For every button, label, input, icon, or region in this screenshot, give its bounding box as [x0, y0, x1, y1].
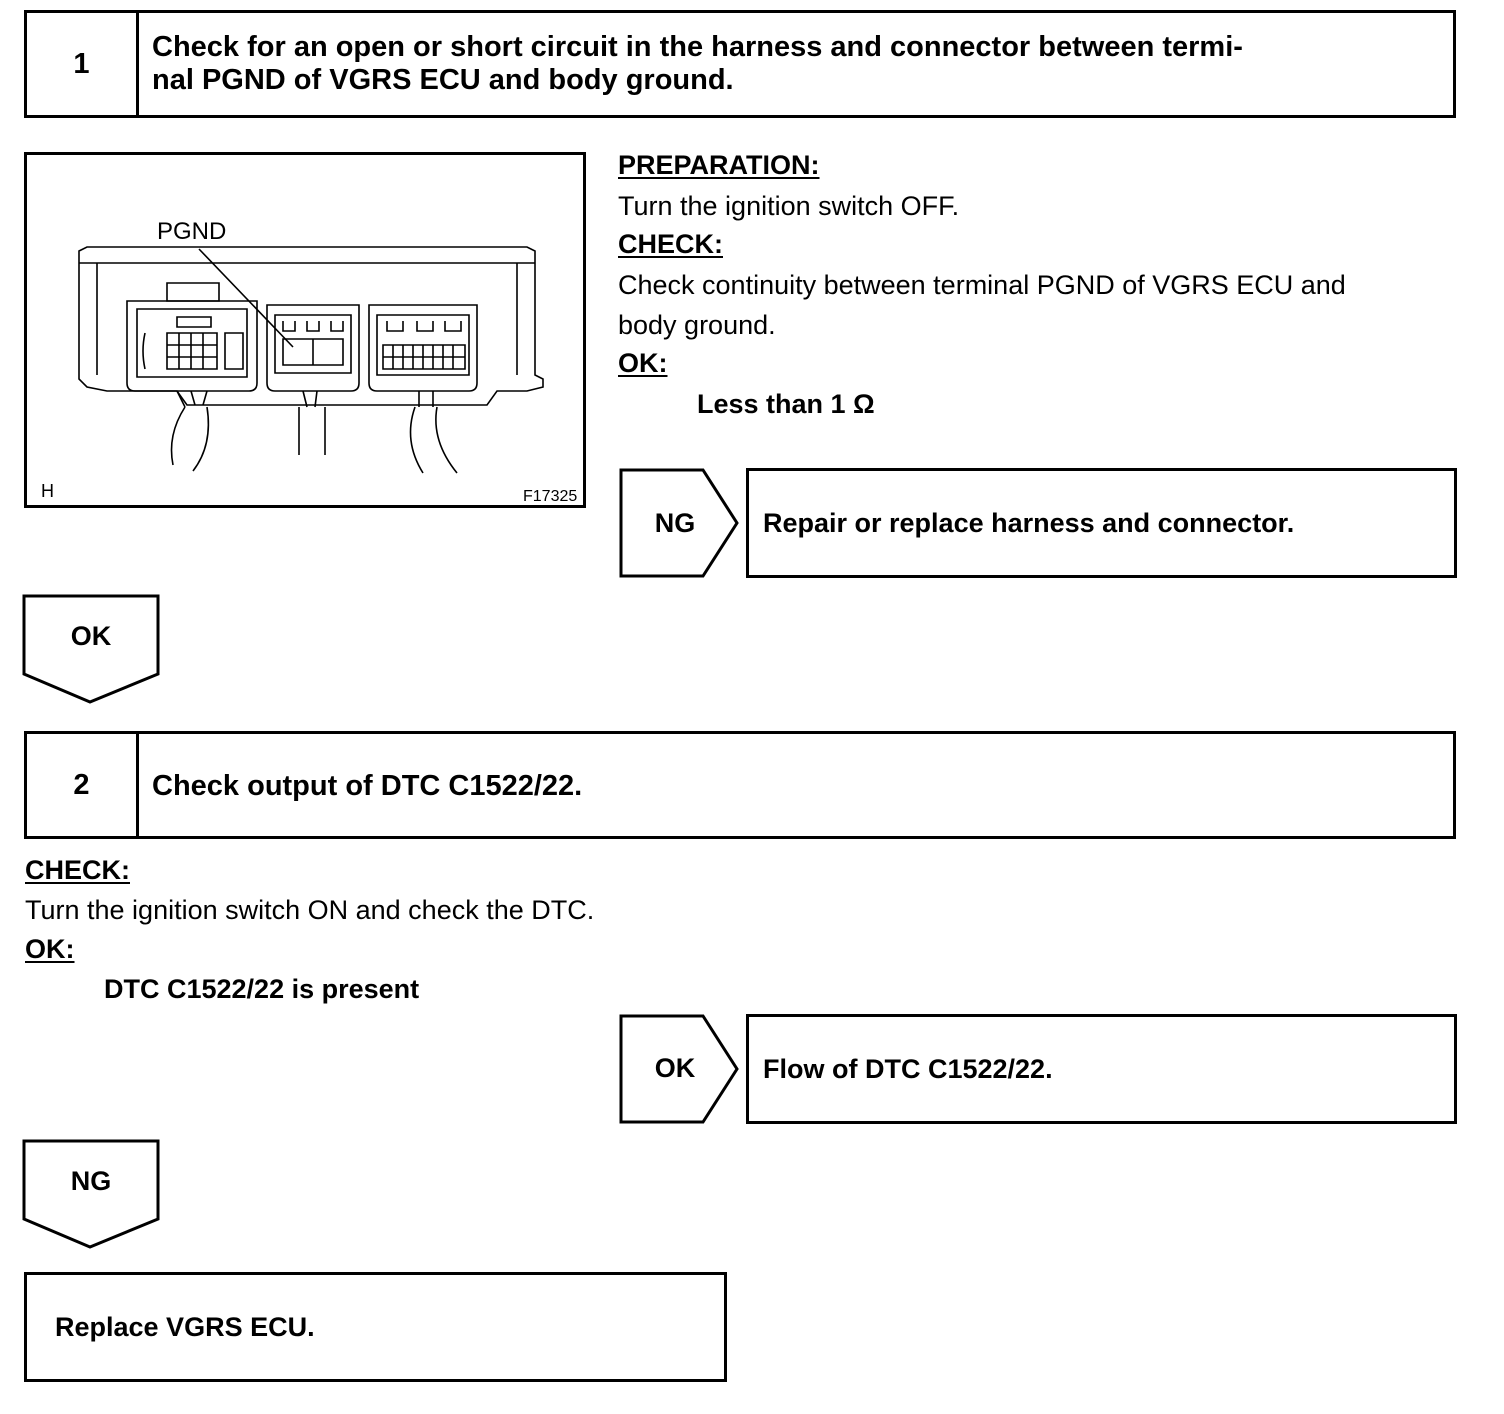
- ng-action-1-text: Repair or replace harness and connector.: [763, 507, 1295, 538]
- ok-down-arrow-1: [22, 594, 160, 704]
- pgnd-callout-label: PGND: [157, 218, 226, 245]
- ecu-connector-figure: PGND H F17325: [24, 152, 586, 508]
- step-1-title-line-2: nal PGND of VGRS ECU and body ground.: [152, 64, 734, 96]
- step-2-title: Check output of DTC C1522/22.: [152, 770, 583, 802]
- check-text-2: Turn the ignition switch ON and check th…: [25, 895, 595, 925]
- ok-action-box-2: Flow of DTC C1522/22.: [746, 1014, 1457, 1124]
- ok-spec-2: DTC C1522/22 is present: [104, 974, 420, 1004]
- ok-action-2-text: Flow of DTC C1522/22.: [763, 1053, 1053, 1084]
- ok-arrow-tag-2: [619, 1014, 739, 1124]
- final-action-box: Replace VGRS ECU.: [24, 1272, 727, 1382]
- figure-id-label: F17325: [523, 488, 577, 505]
- ok-spec-1: Less than 1 Ω: [697, 389, 875, 419]
- ng-tag-1-label: NG: [654, 508, 696, 538]
- step-2-header: 2 Check output of DTC C1522/22.: [24, 731, 1456, 839]
- step-2-number: 2: [27, 734, 139, 836]
- ng-action-box-1: Repair or replace harness and connector.: [746, 468, 1457, 578]
- check-text-1-line-2: body ground.: [618, 310, 776, 340]
- check-heading-2: CHECK:: [25, 855, 130, 885]
- ok-heading-1: OK:: [618, 348, 668, 378]
- ng-down-arrow-2: [22, 1139, 160, 1249]
- ng-down-arrow-2-label: NG: [70, 1166, 112, 1196]
- preparation-text: Turn the ignition switch OFF.: [618, 191, 960, 221]
- ok-tag-2-label: OK: [654, 1053, 696, 1083]
- figure-corner-mark: H: [41, 481, 54, 501]
- check-text-1-line-1: Check continuity between terminal PGND o…: [618, 270, 1346, 300]
- step-1-number: 1: [27, 13, 139, 115]
- ecu-connector-drawing: PGND H F17325: [41, 218, 577, 505]
- ok-down-arrow-1-label: OK: [70, 621, 112, 651]
- ng-arrow-tag-1: [619, 468, 739, 578]
- preparation-heading: PREPARATION:: [618, 150, 820, 180]
- check-heading-1: CHECK:: [618, 229, 723, 259]
- step-1-title-line-1: Check for an open or short circuit in th…: [152, 31, 1243, 63]
- final-action-text: Replace VGRS ECU.: [55, 1311, 315, 1342]
- step-1-header: 1 Check for an open or short circuit in …: [24, 10, 1456, 118]
- ok-heading-2: OK:: [25, 934, 75, 964]
